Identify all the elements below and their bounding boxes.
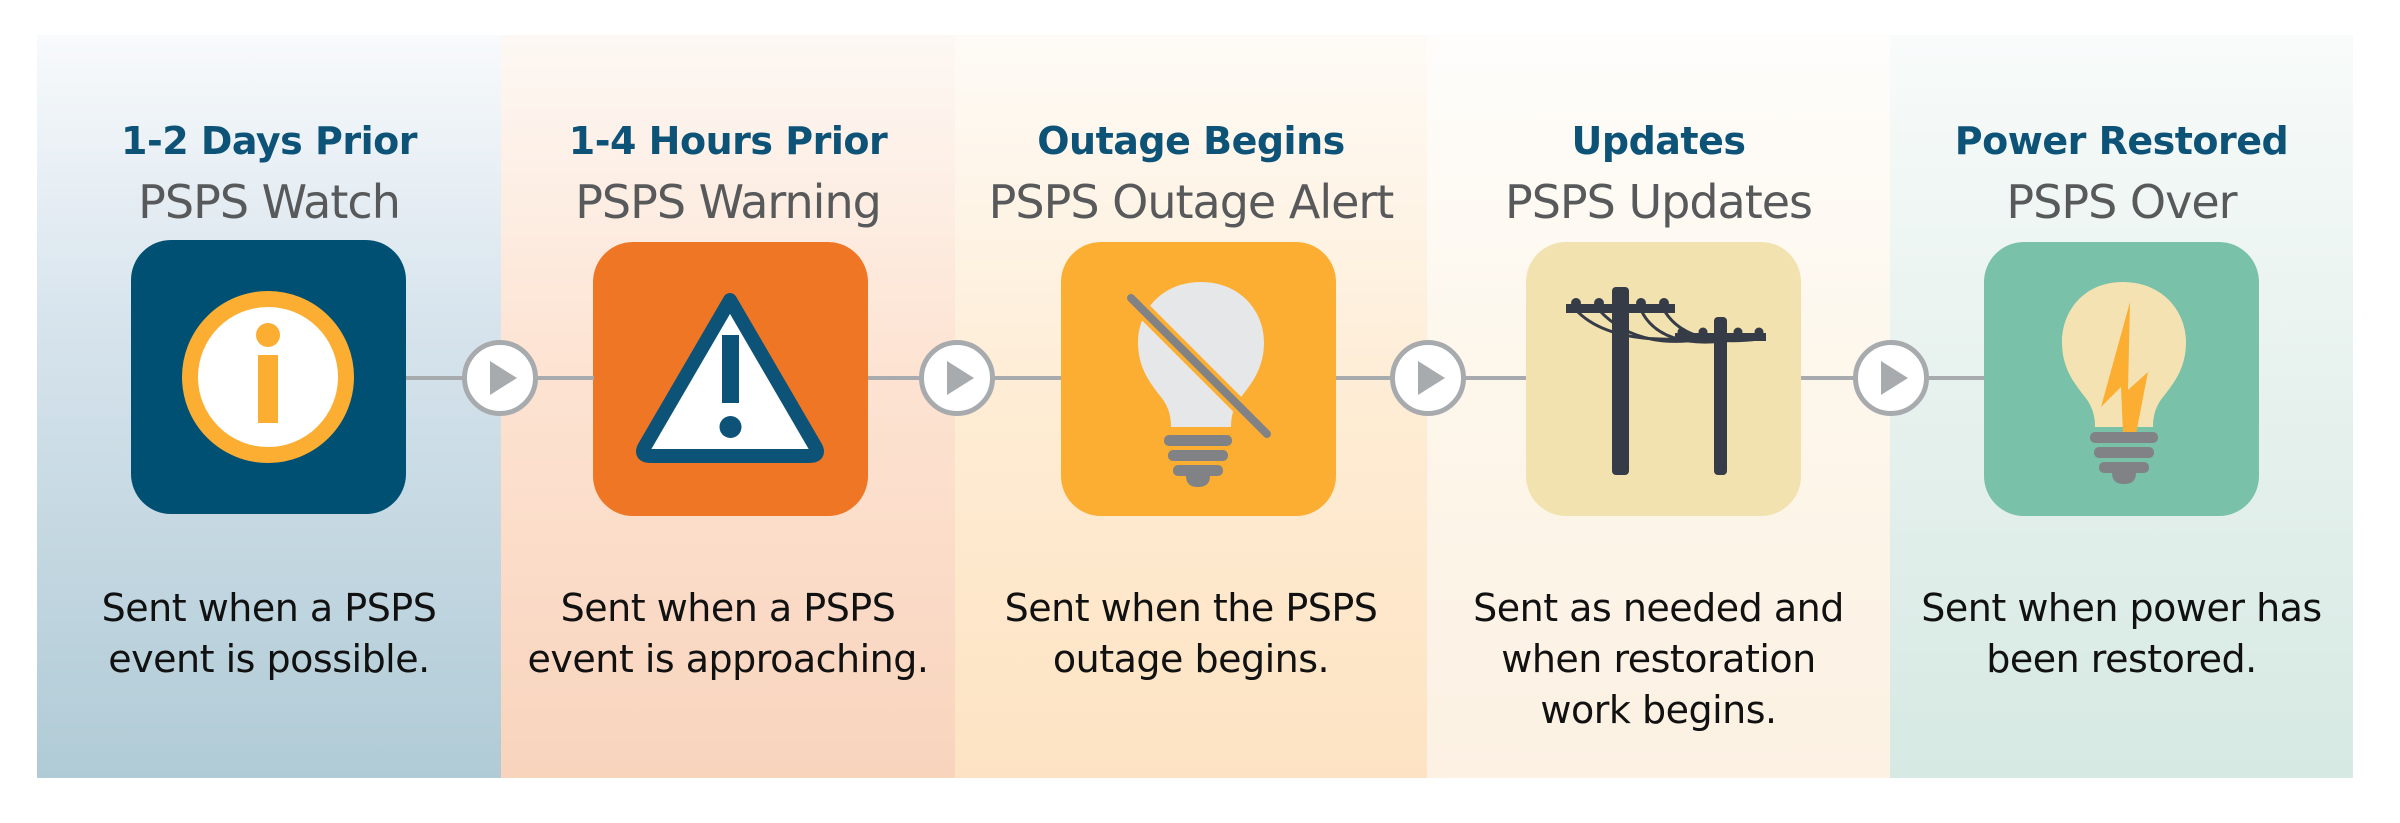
stage-warning: 1-4 Hours Prior PSPS Warning Sent when a… (501, 35, 955, 778)
play-arrow-icon (919, 340, 995, 416)
stage-name: PSPS Outage Alert (988, 175, 1395, 229)
stage-power-restored: Power Restored PSPS Over Sent when power… (1890, 35, 2353, 778)
stage-name: PSPS Over (2006, 175, 2237, 229)
stage-name: PSPS Watch (138, 175, 401, 229)
stage-timing: Outage Begins (1037, 119, 1345, 163)
stage-timing: Updates (1571, 119, 1746, 163)
stage-updates: Updates PSPS Updates Sent as needed and (1427, 35, 1890, 778)
info-icon (131, 240, 406, 514)
play-arrow-icon (1390, 340, 1466, 416)
stage-timing: Power Restored (1954, 119, 2289, 163)
lightbulb-on-icon (1984, 242, 2259, 516)
stage-description: Sent when the PSPS outage begins. (1004, 586, 1378, 681)
play-arrow-icon (462, 340, 538, 416)
stage-watch: 1-2 Days Prior PSPS Watch Sent when a PS… (37, 35, 501, 778)
stage-outage-alert: Outage Begins PSPS Outage Alert Sent whe… (955, 35, 1427, 778)
play-arrow-icon (1853, 340, 1929, 416)
stage-description: Sent when a PSPS event is approaching. (527, 586, 929, 681)
stage-description: Sent as needed and when restoration work… (1473, 586, 1844, 732)
stage-name: PSPS Warning (575, 175, 882, 229)
stage-name: PSPS Updates (1504, 175, 1813, 229)
warning-triangle-icon (593, 242, 868, 516)
stage-timing: 1-2 Days Prior (121, 119, 417, 163)
stage-timing: 1-4 Hours Prior (568, 119, 888, 163)
lightbulb-off-icon (1061, 242, 1336, 516)
stage-description: Sent when power has been restored. (1921, 586, 2322, 681)
stage-description: Sent when a PSPS event is possible. (101, 586, 437, 681)
power-poles-icon (1526, 242, 1801, 516)
